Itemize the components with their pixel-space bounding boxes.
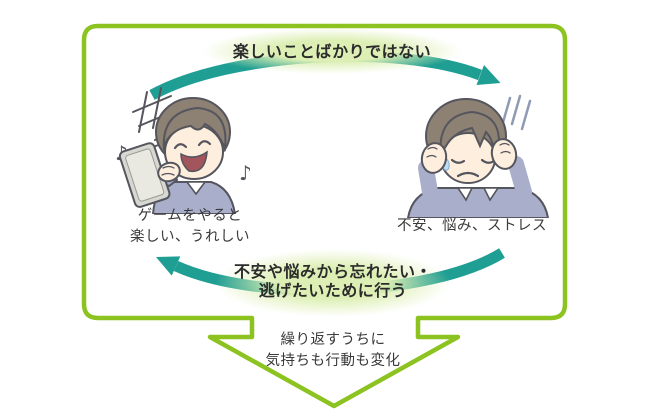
bottom-arrow-label-line2: 逃げたいために行う bbox=[258, 281, 408, 300]
outcome-text-line2: 気持ちも行動も変化 bbox=[265, 353, 401, 369]
left-node-caption: ゲームをやると 楽しい、うれしい bbox=[100, 206, 280, 248]
stressed-frown bbox=[456, 171, 480, 178]
game-device bbox=[118, 142, 171, 208]
arrowhead-right-icon bbox=[476, 65, 501, 85]
gamer-bangs bbox=[162, 106, 227, 152]
stressed-left-hand bbox=[420, 142, 448, 174]
stressed-collar bbox=[456, 187, 500, 202]
bottom-arrow-label: 不安や悩みから忘れたい・ 逃げたいために行う bbox=[183, 262, 483, 300]
box-outline-with-down-arrow bbox=[81, 23, 568, 409]
gamer-happy-eyes bbox=[173, 140, 212, 150]
stressed-finger-lines bbox=[426, 142, 511, 158]
left-node-caption-line2: 楽しい、うれしい bbox=[130, 229, 250, 245]
top-arrow-label: 楽しいことばかりではない bbox=[232, 42, 432, 61]
stressed-right-hand bbox=[490, 138, 518, 170]
stress-lines-icon bbox=[500, 94, 532, 131]
game-device-screen bbox=[125, 148, 165, 202]
right-node-caption: 不安、悩み、ストレス bbox=[397, 218, 547, 234]
left-node-caption-line1: ゲームをやると bbox=[137, 208, 243, 224]
arrowhead-left-icon bbox=[156, 256, 181, 276]
gamer-open-smile bbox=[180, 150, 208, 173]
gamer-finger-lines bbox=[161, 165, 175, 176]
outcome-text: 繰り返すうちに 気持ちも行動も変化 bbox=[228, 330, 438, 372]
bottom-arrow-label-line1: 不安や悩みから忘れたい・ bbox=[233, 262, 432, 281]
happy-gamer-illustration: ♪ ♪ bbox=[115, 87, 252, 214]
stressed-right-arm bbox=[508, 156, 532, 200]
gamer-collar bbox=[185, 181, 207, 196]
bottom-label-glow bbox=[215, 249, 451, 317]
stressed-person-illustration bbox=[406, 94, 550, 218]
outcome-text-line1: 繰り返すうちに bbox=[280, 332, 386, 348]
music-note-icon: ♪ bbox=[239, 161, 252, 185]
stressed-bangs bbox=[439, 110, 500, 163]
top-label-glow bbox=[202, 28, 462, 74]
stressed-left-arm bbox=[418, 160, 438, 200]
